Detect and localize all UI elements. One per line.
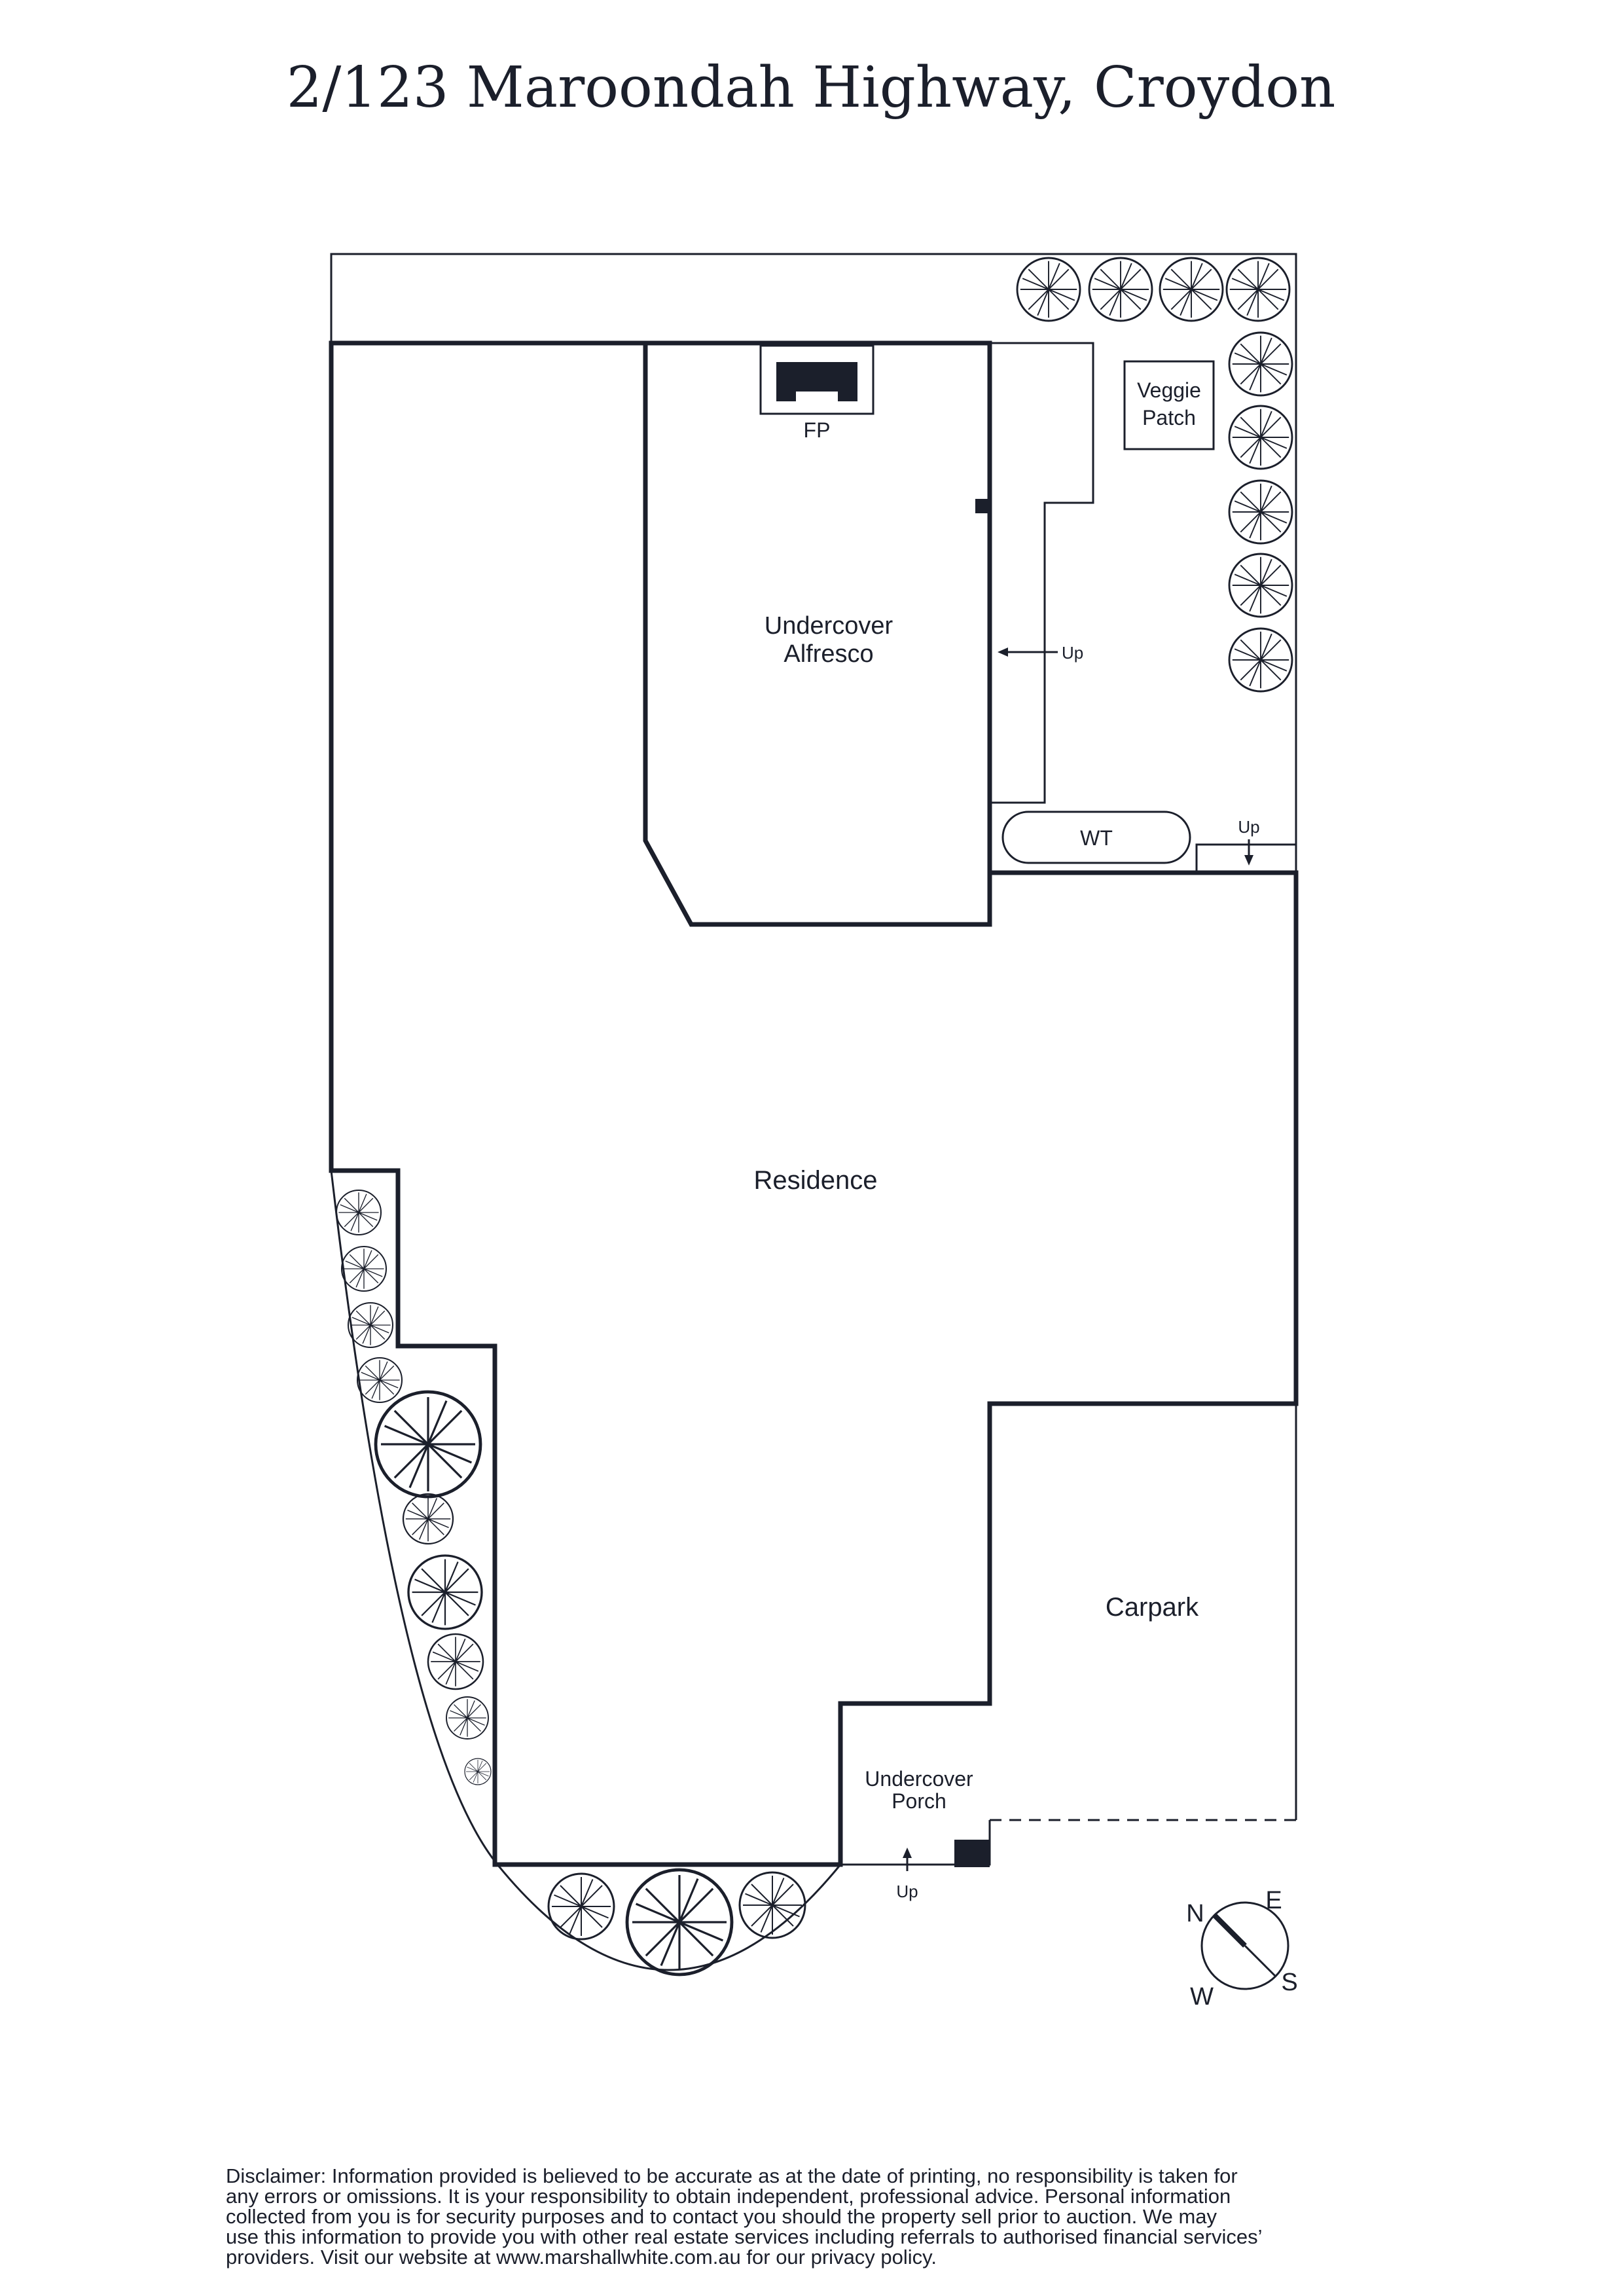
- compass-north-label: N: [1186, 1900, 1204, 1927]
- water-tank: WT: [1001, 811, 1191, 864]
- veggie-label-line1: Veggie: [1137, 378, 1201, 402]
- stair-arrow-1: [998, 647, 1058, 657]
- landscaping-shrubs: [335, 257, 1293, 1975]
- stair-up-label-2: Up: [1238, 817, 1259, 837]
- building-walls: [329, 340, 1299, 1867]
- room-undercover-porch: Undercover Porch: [865, 1767, 973, 1813]
- alfresco-label-line2: Alfresco: [784, 640, 873, 668]
- stair-arrow-2: [1244, 839, 1253, 866]
- carpark-label: Carpark: [1106, 1593, 1199, 1622]
- fireplace-label: FP: [804, 418, 831, 442]
- compass-east-label: E: [1265, 1887, 1282, 1914]
- porch-label-line1: Undercover: [865, 1767, 973, 1791]
- porch-label-line2: Porch: [892, 1789, 946, 1813]
- post-marker: [975, 499, 990, 513]
- disclaimer-line: Disclaimer: Information provided is beli…: [226, 2164, 1238, 2187]
- porch-post: [954, 1840, 990, 1867]
- compass-south-label: S: [1281, 1969, 1297, 1996]
- compass-west-label: W: [1190, 1983, 1214, 2011]
- stair-arrow-3: [903, 1848, 912, 1871]
- alfresco-label-line1: Undercover: [765, 612, 893, 640]
- stair-up-label-3: Up: [896, 1882, 918, 1901]
- disclaimer-line: any errors or omissions. It is your resp…: [226, 2185, 1231, 2208]
- disclaimer-line: collected from you is for security purpo…: [226, 2205, 1217, 2228]
- stair-up-label-1: Up: [1062, 643, 1083, 663]
- room-undercover-alfresco: Undercover Alfresco: [765, 612, 893, 668]
- disclaimer-line: providers. Visit our website at www.mars…: [226, 2246, 937, 2269]
- disclaimer: Disclaimer: Information provided is beli…: [226, 2166, 1456, 2267]
- page-title: 2/123 Maroondah Highway, Croydon: [287, 55, 1336, 120]
- compass-icon: [1200, 1901, 1289, 1990]
- room-veggie-patch: Veggie Patch: [1123, 360, 1215, 450]
- residence-label: Residence: [753, 1166, 877, 1195]
- water-tank-label: WT: [1080, 826, 1113, 850]
- veggie-label-line2: Patch: [1142, 406, 1196, 429]
- site-boundary: [330, 253, 1297, 1971]
- disclaimer-line: use this information to provide you with…: [226, 2225, 1263, 2248]
- fireplace: [759, 344, 874, 415]
